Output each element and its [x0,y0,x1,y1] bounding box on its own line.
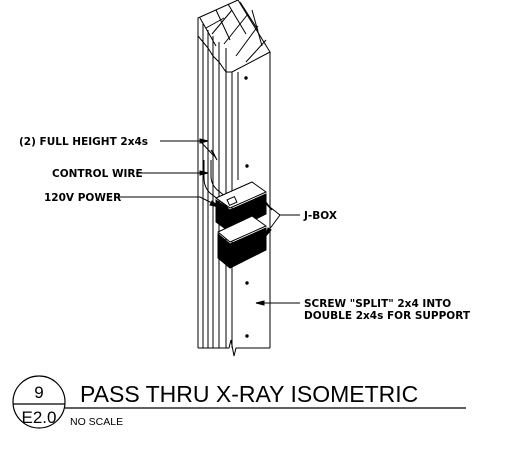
studs-leader [160,140,215,157]
screw-dot [245,281,249,285]
callout-studs: (2) FULL HEIGHT 2x4s [19,136,148,148]
control-wire-conduit [210,160,235,205]
jbox-knockout [226,195,238,207]
stud-top-hatch [205,17,225,29]
scale-note: NO SCALE [70,416,123,428]
jbox-assembly [214,181,268,269]
detail-number: 9 [34,383,43,402]
stud-top-hatch [211,9,233,35]
leaders [118,138,300,306]
stud-top-hatch [251,9,263,47]
callout-control-wire: CONTROL WIRE [52,168,143,180]
studs-arrowhead-2 [210,149,218,161]
callout-power: 120V POWER [44,192,121,204]
screw-dots [244,76,249,338]
studs-arrowhead [199,138,209,144]
callout-screw-line2: DOUBLE 2x4s FOR SUPPORT [304,310,471,322]
stud-top-hatch [227,3,247,35]
jbox-upper-front [215,193,267,233]
jbox-lower-top [217,215,268,243]
stud-top-hatch [199,17,217,47]
screw-dot [245,334,249,338]
screw-dot [244,76,248,80]
stud-top-hatch [223,13,249,45]
screw-dot [245,164,249,168]
screw-arrowhead [255,300,265,306]
power-conduit [203,160,229,209]
jbox-arrowhead-2 [264,227,272,238]
break-line [198,339,270,357]
detail-bubble: 9 E2.0 [12,375,66,429]
detail-sheet: E2.0 [22,408,57,427]
stud-top-hatch [235,25,259,57]
conduit-routing [203,160,235,209]
callout-screw-line1: SCREW "SPLIT" 2x4 INTO [304,298,451,310]
jbox-lower-front [217,227,267,269]
detail-title: PASS THRU X-RAY ISOMETRIC [80,381,418,407]
detail-bubble-circle [12,375,66,429]
jbox-arrowhead [265,201,273,211]
power-arrowhead [209,200,220,208]
stud-top-hatch [215,9,231,41]
control-wire-arrowhead [199,170,209,176]
callout-jbox: J-BOX [303,210,337,222]
stud-top-hatch [239,1,259,31]
stud-top-hatch [245,39,267,63]
